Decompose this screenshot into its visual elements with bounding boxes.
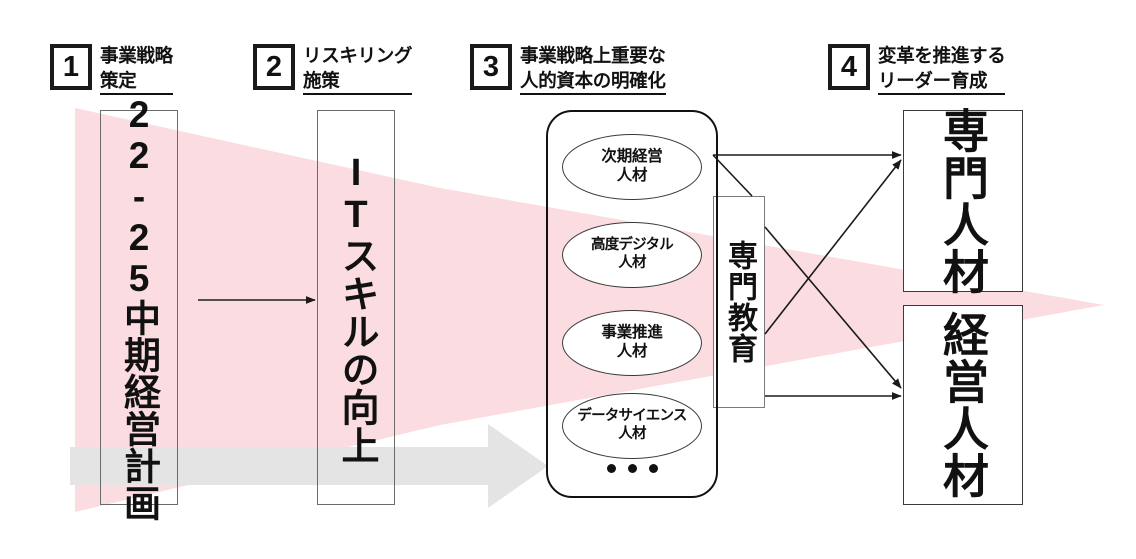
box-specialized-education-label: 専門教育: [723, 240, 756, 364]
step-number-badge-3: 3: [470, 44, 512, 90]
step-number-badge-1: 1: [50, 44, 92, 90]
talent-ellipse-data-science: データサイエンス 人材: [562, 393, 702, 459]
step-header-1: 1 事業戦略 策定: [50, 44, 173, 96]
box-specialist-talent-label: 専門人材: [937, 107, 989, 295]
box-it-skill: ITスキルの向上: [317, 110, 395, 505]
step-header-3: 3 事業戦略上重要な 人的資本の明確化: [470, 44, 666, 96]
step-label-3: 事業戦略上重要な 人的資本の明確化: [520, 44, 666, 96]
step-label-2: リスキリング 施策: [303, 44, 413, 96]
pink-wedge-shape: [75, 108, 1104, 512]
box-midterm-plan: 22-25中期経営計画: [100, 94, 178, 521]
step-number-badge-4: 4: [828, 44, 870, 90]
step-number-badge-2: 2: [253, 44, 295, 90]
box-management-talent-label: 経営人材: [937, 311, 989, 499]
box-management-talent: 経営人材: [903, 305, 1023, 505]
gray-process-arrow: [70, 424, 548, 508]
box-it-skill-label: ITスキルの向上: [335, 151, 377, 464]
talent-ellipse-business-promotion: 事業推進 人材: [562, 310, 702, 376]
box-midterm-plan-label: 22-25中期経営計画: [118, 94, 160, 521]
talent-ellipse-advanced-digital: 高度デジタル 人材: [562, 222, 702, 288]
box-specialized-education: 専門教育: [713, 196, 765, 408]
step-label-4: 変革を推進する リーダー育成: [878, 44, 1006, 96]
talent-ellipse-next-management: 次期経営 人材: [562, 134, 702, 200]
step-header-4: 4 変革を推進する リーダー育成: [828, 44, 1006, 96]
ellipsis-dots-icon: [548, 464, 716, 473]
box-specialist-talent: 専門人材: [903, 107, 1023, 295]
step-header-2: 2 リスキリング 施策: [253, 44, 413, 96]
step-label-1: 事業戦略 策定: [100, 44, 173, 96]
talent-group-container: 次期経営 人材 高度デジタル 人材 事業推進 人材 データサイエンス 人材: [546, 110, 718, 498]
